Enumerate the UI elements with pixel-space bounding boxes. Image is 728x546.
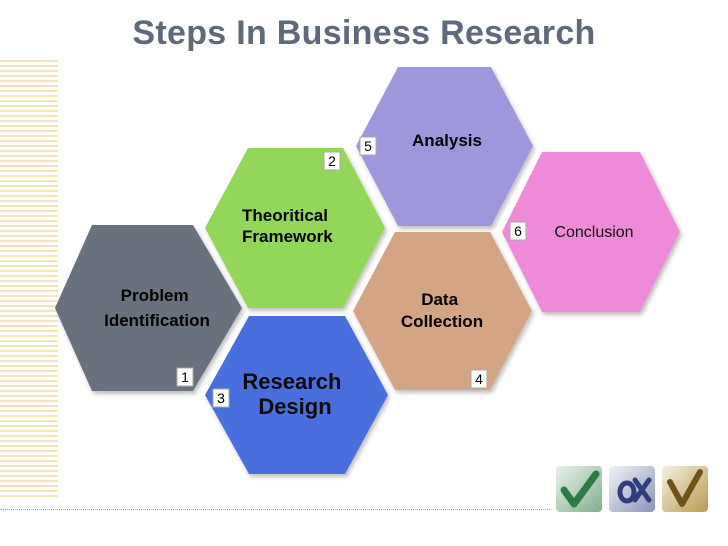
page-title: Steps In Business Research	[132, 14, 596, 52]
step-label-theoritical-framework: Theoritical Framework	[242, 206, 333, 246]
step-label-conclusion: Conclusion	[554, 224, 633, 241]
step-analysis: Analysis 5	[356, 67, 533, 226]
step-label-research-design: Research Design	[242, 369, 347, 419]
hexagon-research-design	[205, 316, 388, 474]
gold-checkmark-icon	[662, 466, 708, 512]
svg-text:6: 6	[514, 223, 522, 239]
hexagon-problem-identification	[55, 225, 242, 391]
decorative-stripes	[0, 60, 58, 500]
step-conclusion: Conclusion 6	[502, 152, 680, 312]
svg-text:3: 3	[217, 390, 225, 406]
green-checkmark-icon	[556, 466, 602, 512]
hexagon-analysis	[356, 67, 533, 226]
blue-cross-icon	[609, 466, 655, 512]
svg-text:1: 1	[181, 369, 189, 385]
step-number-badge-1: 1	[176, 367, 194, 387]
step-number-badge-3: 3	[212, 388, 230, 408]
hexagon-conclusion	[502, 152, 680, 312]
hexagon-theoritical-framework	[205, 148, 385, 308]
step-label-problem-identification: Problem Identification	[104, 286, 210, 330]
step-number-badge-4: 4	[470, 369, 488, 389]
footer-divider	[0, 509, 550, 510]
svg-text:2: 2	[328, 153, 336, 169]
step-data-collection: Data Collection 4	[353, 232, 532, 390]
step-label-data-collection: Data Collection	[401, 290, 483, 331]
step-number-badge-2: 2	[323, 151, 341, 171]
step-number-badge-6: 6	[509, 221, 527, 241]
svg-text:5: 5	[364, 138, 372, 154]
step-research-design: Research Design 3	[205, 316, 388, 474]
step-label-analysis: Analysis	[412, 131, 482, 150]
hexagon-data-collection	[353, 232, 532, 390]
svg-text:4: 4	[475, 371, 483, 387]
step-problem-identification: Problem Identification 1	[55, 225, 242, 391]
step-theoritical-framework: Theoritical Framework 2	[205, 148, 385, 308]
step-number-badge-5: 5	[359, 136, 377, 156]
